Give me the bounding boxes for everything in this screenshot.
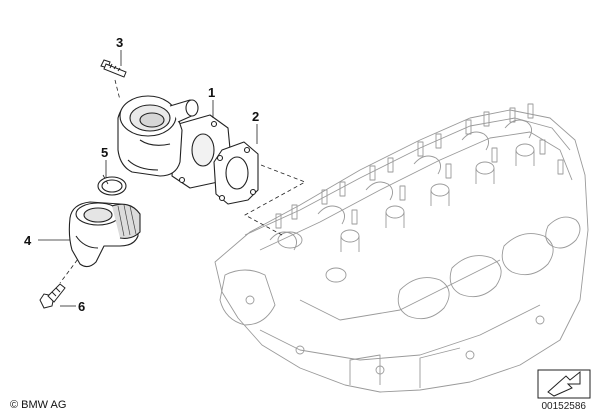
callout-number-3: 3 [116, 35, 124, 50]
thermostat-part-4 [68, 201, 141, 268]
callout-number-1: 1 [208, 85, 216, 100]
bolt-part-3 [100, 59, 127, 78]
leader-lines [38, 50, 258, 307]
gasket-part-2 [213, 141, 259, 205]
bolt-part-6 [39, 283, 66, 309]
reference-number: 00152586 [541, 401, 587, 412]
copyright-symbol: © [10, 399, 19, 411]
o-ring-part-5 [97, 176, 127, 196]
callout-number-5: 5 [101, 145, 109, 160]
copyright-owner: BMW AG [21, 399, 67, 411]
callout-number-4: 4 [24, 233, 32, 248]
callout-number-2: 2 [252, 109, 260, 124]
arrow-pointer-icon [537, 369, 591, 399]
cylinder-head [214, 103, 589, 393]
callout-number-6: 6 [78, 299, 86, 314]
copyright-notice: © BMW AG [10, 399, 66, 411]
